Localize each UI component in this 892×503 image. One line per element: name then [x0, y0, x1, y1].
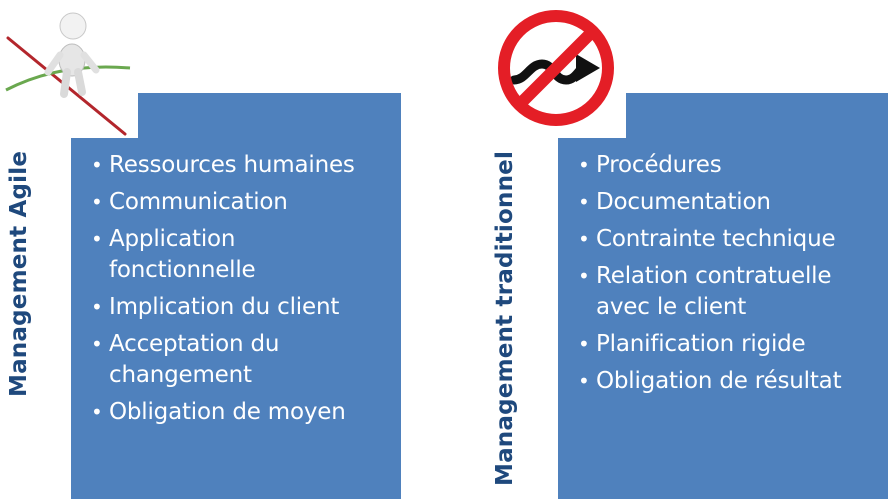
list-item: • Planification rigide — [576, 329, 881, 360]
bullet-icon: • — [578, 369, 590, 393]
list-item: • Contrainte technique — [576, 224, 881, 255]
bullet-icon: • — [91, 153, 103, 177]
list-item: • Communication — [89, 187, 394, 218]
traditional-item-5: Planification rigide — [596, 331, 806, 357]
agile-item-2: Communication — [109, 189, 288, 215]
bullet-icon: • — [91, 190, 103, 214]
traditional-panel — [558, 138, 888, 499]
agile-item-5: Acceptation du changement — [109, 331, 280, 388]
agile-item-1: Ressources humaines — [109, 152, 355, 178]
list-item: • Procédures — [576, 150, 881, 181]
bullet-icon: • — [578, 190, 590, 214]
bullet-icon: • — [578, 264, 590, 288]
traditional-item-3: Contrainte technique — [596, 226, 836, 252]
bullet-icon: • — [91, 400, 103, 424]
bullet-icon: • — [91, 332, 103, 356]
agile-list: • Ressources humaines • Communication • … — [89, 150, 394, 434]
list-item: • Acceptation du changement — [89, 329, 309, 391]
agile-title: Management Agile — [6, 150, 32, 397]
list-item: • Obligation de moyen — [89, 397, 394, 428]
agile-item-6: Obligation de moyen — [109, 399, 346, 425]
bullet-icon: • — [91, 227, 103, 251]
traditional-panel-top — [626, 93, 888, 138]
agile-panel — [71, 138, 401, 499]
no-detour-sign-icon — [496, 8, 616, 128]
list-item: • Implication du client — [89, 292, 394, 323]
bullet-icon: • — [578, 332, 590, 356]
list-item: • Documentation — [576, 187, 881, 218]
list-item: • Application fonctionnelle — [89, 224, 279, 286]
traditional-item-1: Procédures — [596, 152, 722, 178]
list-item: • Relation contratuelle avec le client — [576, 261, 886, 323]
traditional-list: • Procédures • Documentation • Contraint… — [576, 150, 881, 403]
bullet-icon: • — [578, 153, 590, 177]
list-item: • Ressources humaines — [89, 150, 394, 181]
traditional-item-4: Relation contratuelle avec le client — [596, 263, 832, 320]
list-item: • Obligation de résultat — [576, 366, 881, 397]
tightrope-walker-icon — [0, 0, 140, 140]
agile-item-3: Application fonctionnelle — [109, 226, 256, 283]
bullet-icon: • — [91, 295, 103, 319]
bullet-icon: • — [578, 227, 590, 251]
traditional-item-6: Obligation de résultat — [596, 368, 842, 394]
traditional-title: Management traditionnel — [492, 150, 518, 486]
agile-item-4: Implication du client — [109, 294, 340, 320]
traditional-item-2: Documentation — [596, 189, 771, 215]
agile-panel-top — [138, 93, 401, 138]
